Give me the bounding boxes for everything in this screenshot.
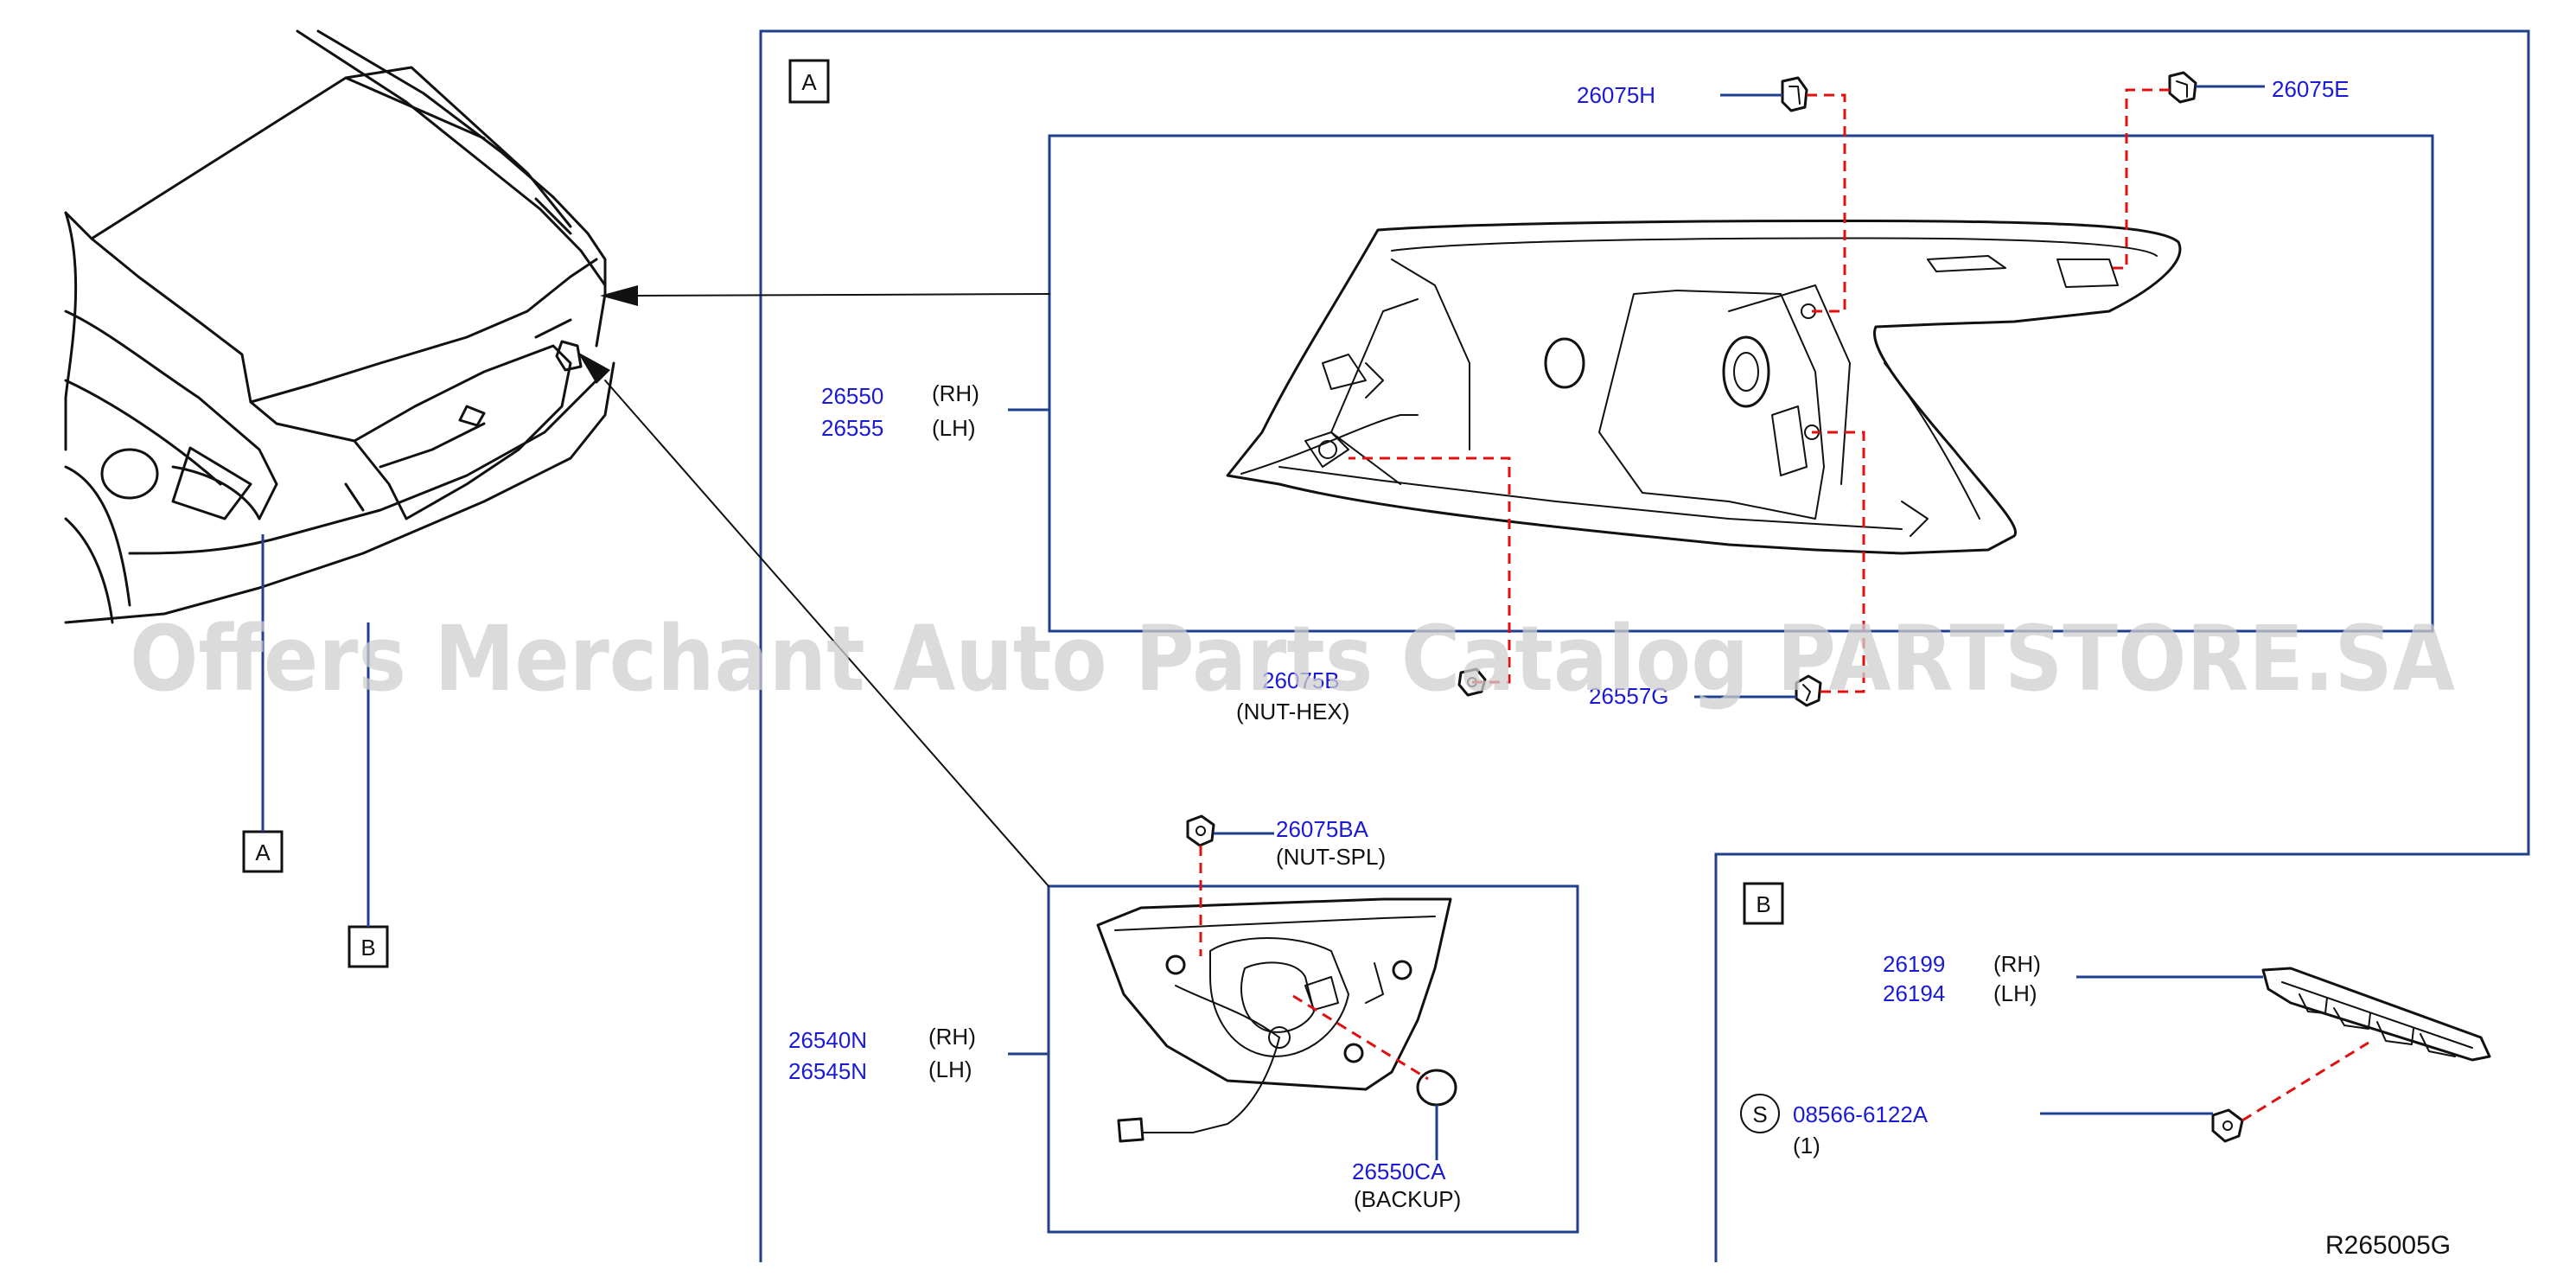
watermark: Offers Merchant Auto Parts Catalog PARTS… <box>130 606 2455 712</box>
part-number-26550ca[interactable]: 26550CA <box>1352 1159 1446 1184</box>
svg-text:B: B <box>360 935 375 961</box>
quantity-08566: (1) <box>1793 1133 1820 1159</box>
part-number-26075b[interactable]: 26075B <box>1262 667 1340 693</box>
part-number-26199[interactable]: 26199 <box>1883 951 1945 977</box>
dashed-leaders-inner <box>1199 846 1429 1081</box>
svg-text:A: A <box>255 839 271 865</box>
note-backup: (BACKUP) <box>1354 1186 1461 1212</box>
part-number-26545n[interactable]: 26545N <box>788 1058 867 1084</box>
leaders-main <box>1008 85 2265 699</box>
svg-text:S: S <box>1752 1101 1767 1127</box>
note-nut-hex: (NUT-HEX) <box>1236 699 1349 724</box>
pointer-lines <box>261 285 1050 927</box>
part-number-26075h[interactable]: 26075H <box>1577 82 1655 108</box>
callout-b-detail[interactable]: B <box>1743 882 1784 925</box>
part-number-26557g[interactable]: 26557G <box>1589 683 1669 709</box>
clip-26075h-icon <box>1781 76 1808 112</box>
backup-bulb-26550ca-icon <box>1416 1069 1457 1107</box>
clip-26075e-icon <box>2168 71 2197 104</box>
callout-a-vehicle[interactable]: A <box>242 830 284 873</box>
tail-lamp-outer-frame <box>1048 134 2434 633</box>
dashed-leaders-stop-lamp <box>2241 1041 2369 1122</box>
side-label-lh-26545n: (LH) <box>928 1056 972 1082</box>
leaders-inner <box>1008 832 1438 1160</box>
detail-frame-a <box>759 29 2530 1262</box>
part-number-26075ba[interactable]: 26075BA <box>1276 816 1369 842</box>
callout-a-detail[interactable]: A <box>788 59 830 104</box>
side-label-lh-26555: (LH) <box>932 415 976 441</box>
dashed-leaders-main <box>1349 88 2170 693</box>
tail-lamp-assembly <box>1226 219 2182 555</box>
tail-lamp-inner-frame <box>1047 884 1579 1234</box>
screw-08566-icon <box>2211 1108 2244 1143</box>
leaders-stop-lamp <box>2040 975 2263 1115</box>
part-number-26075e[interactable]: 26075E <box>2272 76 2350 102</box>
nut-hex-26075b-icon <box>1457 667 1487 697</box>
svg-text:A: A <box>801 69 817 95</box>
standard-part-symbol: S <box>1740 1094 1780 1133</box>
part-number-26540n[interactable]: 26540N <box>788 1027 867 1053</box>
grommet-26557g-icon <box>1795 674 1822 707</box>
side-label-lh-26194: (LH) <box>1993 980 2037 1006</box>
vehicle-rear-illustration <box>64 29 615 624</box>
part-number-26555[interactable]: 26555 <box>821 415 883 441</box>
side-label-rh-26540n: (RH) <box>928 1024 976 1050</box>
part-number-26550[interactable]: 26550 <box>821 383 883 409</box>
diagram-reference-number: R265005G <box>2325 1231 2451 1260</box>
side-label-rh-26199: (RH) <box>1993 951 2041 977</box>
note-nut-spl: (NUT-SPL) <box>1276 844 1386 870</box>
part-number-08566-6122a[interactable]: 08566-6122A <box>1793 1101 1929 1127</box>
high-mount-stop-lamp <box>2261 967 2491 1062</box>
part-number-26194[interactable]: 26194 <box>1883 980 1945 1006</box>
svg-text:B: B <box>1756 891 1770 917</box>
side-label-rh-26550: (RH) <box>932 380 979 406</box>
inner-tail-lamp-assembly <box>1096 897 1452 1143</box>
nut-spl-26075ba-icon <box>1186 814 1215 847</box>
callout-b-vehicle[interactable]: B <box>348 925 389 968</box>
